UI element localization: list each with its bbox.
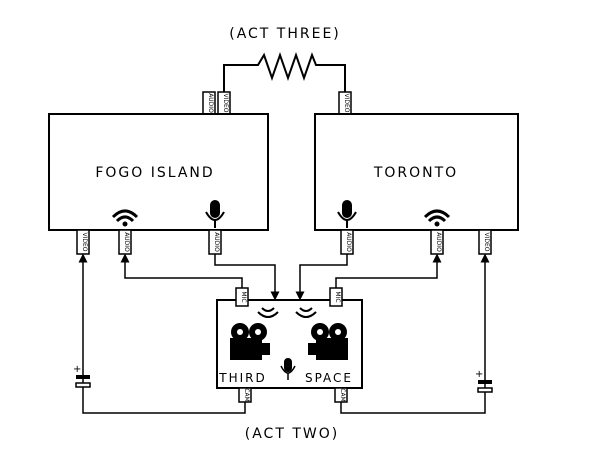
camera-icon	[308, 323, 348, 360]
svg-text:CAM: CAM	[339, 388, 346, 401]
svg-text:AUDIO: AUDIO	[213, 232, 220, 252]
toronto-top-video-port: VIDEO	[338, 91, 352, 115]
act-three-label: (ACT THREE)	[229, 26, 341, 42]
svg-text:VIDEO: VIDEO	[343, 93, 350, 112]
microphone-icon	[280, 358, 296, 380]
microphone-icon	[337, 200, 357, 228]
svg-text:AUDIO: AUDIO	[207, 93, 214, 113]
svg-text:CAM: CAM	[243, 388, 250, 401]
resistor-connection	[223, 51, 346, 92]
svg-text:AUDIO: AUDIO	[435, 232, 442, 252]
toronto-node: TORONTO	[314, 113, 519, 231]
toronto-bottom-mic-audio-port: AUDIO	[340, 229, 354, 255]
third-space-node: MIC MIC	[216, 287, 363, 403]
battery-icon: +	[475, 369, 493, 393]
wifi-icon	[111, 209, 139, 227]
camera-icon	[230, 323, 270, 360]
svg-text:MIC: MIC	[334, 291, 341, 302]
svg-text:+: +	[73, 364, 81, 375]
svg-text:VIDEO: VIDEO	[222, 93, 229, 112]
toronto-bottom-video-port: VIDEO	[478, 229, 492, 255]
wifi-icon	[423, 209, 451, 227]
toronto-bottom-audio-port: AUDIO	[430, 229, 444, 255]
fogo-bottom-video-port: VIDEO	[76, 229, 90, 255]
wifi-icon	[295, 307, 317, 318]
connection-lines	[78, 253, 490, 414]
svg-text:MIC: MIC	[240, 291, 247, 302]
fogo-island-node: FOGO ISLAND	[48, 113, 269, 231]
fogo-top-audio-port: AUDIO	[202, 91, 216, 115]
svg-text:VIDEO: VIDEO	[483, 232, 490, 251]
fogo-bottom-mic-audio-port: AUDIO	[208, 229, 222, 255]
wifi-icon	[257, 307, 279, 318]
third-label: THIRD	[218, 371, 266, 385]
svg-text:AUDIO: AUDIO	[123, 232, 130, 252]
svg-text:VIDEO: VIDEO	[81, 232, 88, 251]
svg-text:AUDIO: AUDIO	[345, 232, 352, 252]
act-two-label: (ACT TWO)	[245, 426, 339, 442]
space-label: SPACE	[305, 371, 353, 385]
fogo-island-label: FOGO ISLAND	[95, 165, 214, 181]
microphone-icon	[205, 200, 225, 228]
toronto-label: TORONTO	[373, 165, 458, 181]
fogo-top-video-port: VIDEO	[217, 91, 231, 115]
battery-icon: +	[73, 364, 91, 388]
fogo-bottom-audio-port: AUDIO	[118, 229, 132, 255]
svg-text:+: +	[475, 369, 483, 380]
